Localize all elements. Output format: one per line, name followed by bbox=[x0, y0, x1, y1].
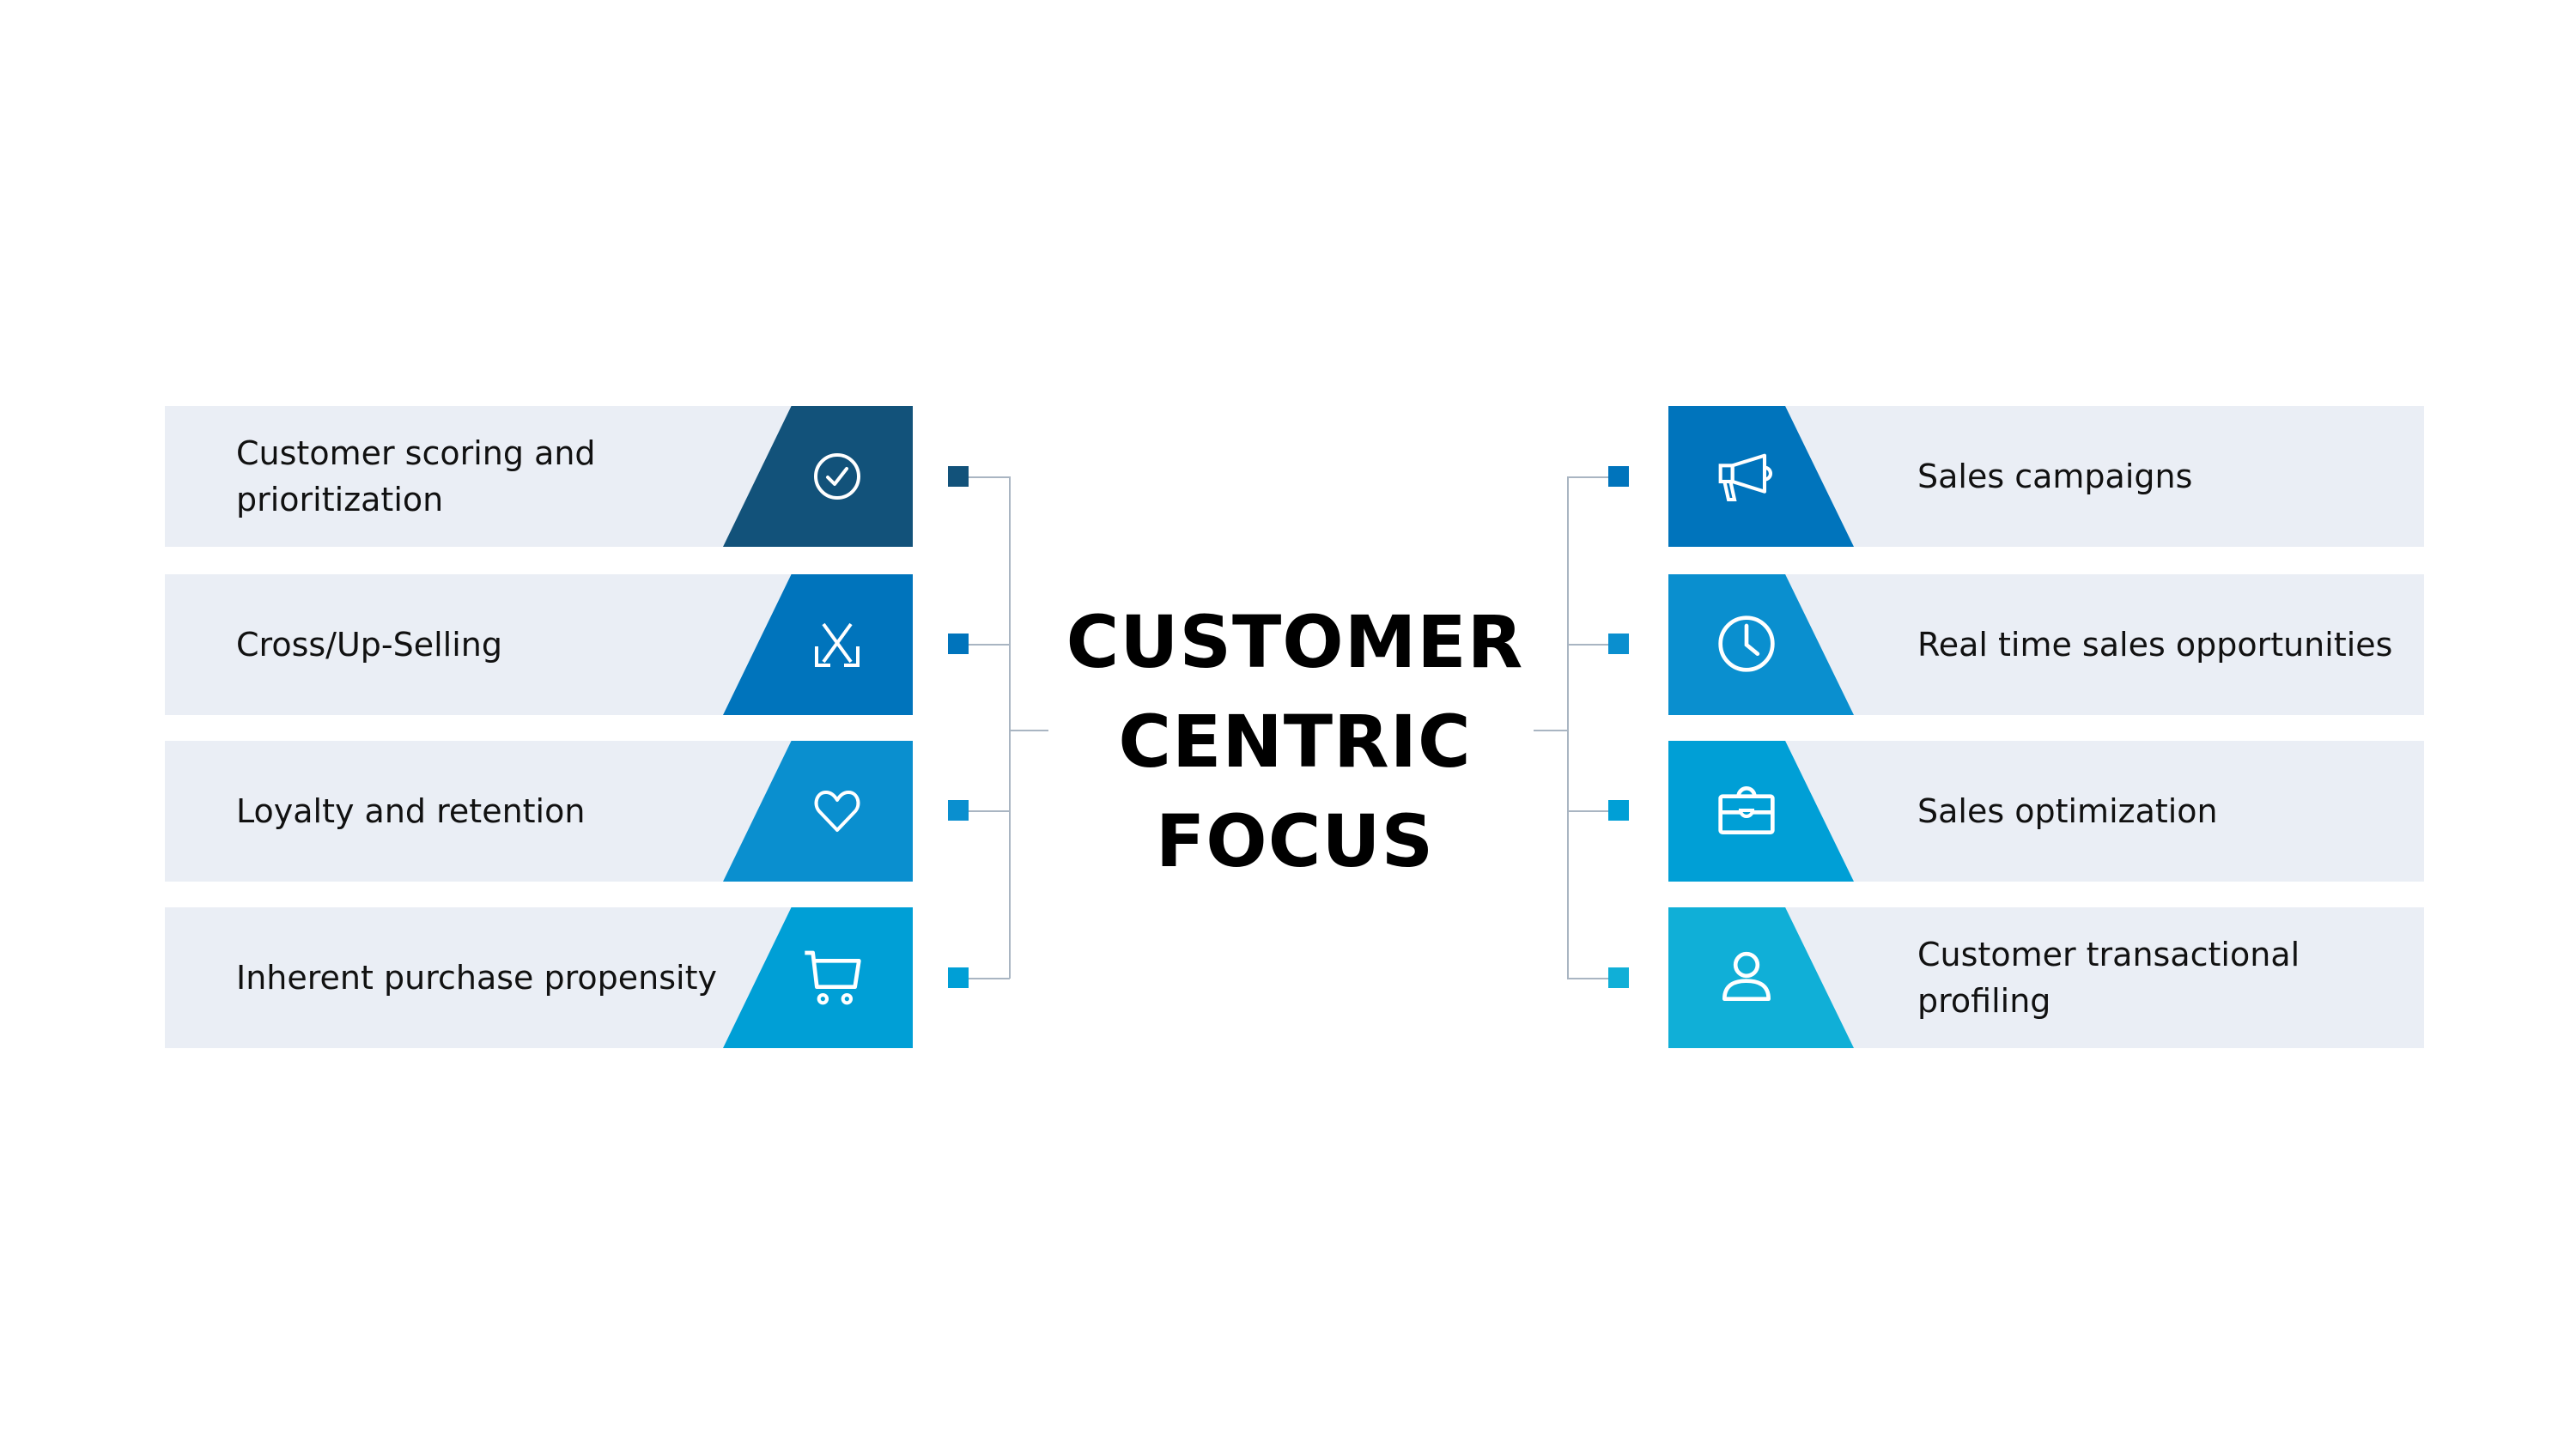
connector-line bbox=[969, 810, 1010, 812]
icon-panel bbox=[1668, 574, 1854, 715]
connector-node bbox=[948, 634, 969, 654]
center-title: CUSTOMER CENTRIC FOCUS bbox=[1037, 592, 1552, 891]
right-item-campaigns: Sales campaigns bbox=[1668, 406, 2424, 547]
heart-icon bbox=[814, 791, 860, 832]
item-label: Customer scoring and prioritization bbox=[236, 434, 596, 518]
connector-line bbox=[969, 978, 1010, 979]
connector-line bbox=[1567, 476, 1608, 478]
right-item-profiling: Customer transactional profiling bbox=[1668, 907, 2424, 1048]
connector-node bbox=[948, 800, 969, 821]
item-label: Inherent purchase propensity bbox=[236, 959, 717, 997]
connector-line bbox=[1567, 810, 1608, 812]
item-label: Cross/Up-Selling bbox=[236, 626, 502, 664]
icon-panel bbox=[1668, 907, 1854, 1048]
item-label: Sales optimization bbox=[1917, 792, 2218, 830]
connector-line bbox=[1009, 476, 1011, 979]
left-item-loyalty: Loyalty and retention bbox=[165, 741, 913, 882]
connector-line bbox=[1009, 730, 1048, 731]
connector-node bbox=[1608, 800, 1629, 821]
icon-panel bbox=[723, 741, 913, 882]
title-line-1: CUSTOMER bbox=[1066, 600, 1524, 684]
megaphone-icon bbox=[1718, 453, 1773, 502]
title-line-2: CENTRIC bbox=[1118, 700, 1472, 784]
clock-icon bbox=[1718, 615, 1775, 672]
left-item-scoring: Customer scoring and prioritization bbox=[165, 406, 913, 547]
right-item-optimization: Sales optimization bbox=[1668, 741, 2424, 882]
connector-line bbox=[1534, 730, 1568, 731]
icon-panel bbox=[723, 907, 913, 1048]
connector-line bbox=[969, 476, 1010, 478]
connector-line bbox=[1567, 476, 1569, 979]
icon-panel bbox=[1668, 741, 1854, 882]
check-circle-icon bbox=[814, 453, 860, 500]
item-label: Customer transactional profiling bbox=[1917, 936, 2300, 1020]
icon-panel bbox=[1668, 406, 1854, 547]
icon-panel bbox=[723, 574, 913, 715]
left-item-propensity: Inherent purchase propensity bbox=[165, 907, 913, 1048]
connector-node bbox=[1608, 967, 1629, 988]
shopping-cart-icon bbox=[805, 950, 861, 1005]
cross-arrows-icon bbox=[815, 622, 860, 667]
connector-line bbox=[1567, 978, 1608, 979]
title-line-3: FOCUS bbox=[1155, 799, 1435, 883]
connector-node bbox=[1608, 466, 1629, 487]
user-icon bbox=[1722, 951, 1771, 1001]
connector-line bbox=[1567, 644, 1608, 646]
connector-line bbox=[969, 644, 1010, 646]
connector-node bbox=[948, 967, 969, 988]
item-label: Real time sales opportunities bbox=[1917, 626, 2393, 664]
connector-node bbox=[948, 466, 969, 487]
item-label: Sales campaigns bbox=[1917, 458, 2193, 495]
item-label: Loyalty and retention bbox=[236, 792, 586, 830]
briefcase-icon bbox=[1718, 786, 1775, 834]
connector-node bbox=[1608, 634, 1629, 654]
icon-panel bbox=[723, 406, 913, 547]
right-item-realtime: Real time sales opportunities bbox=[1668, 574, 2424, 715]
left-item-cross-selling: Cross/Up-Selling bbox=[165, 574, 913, 715]
